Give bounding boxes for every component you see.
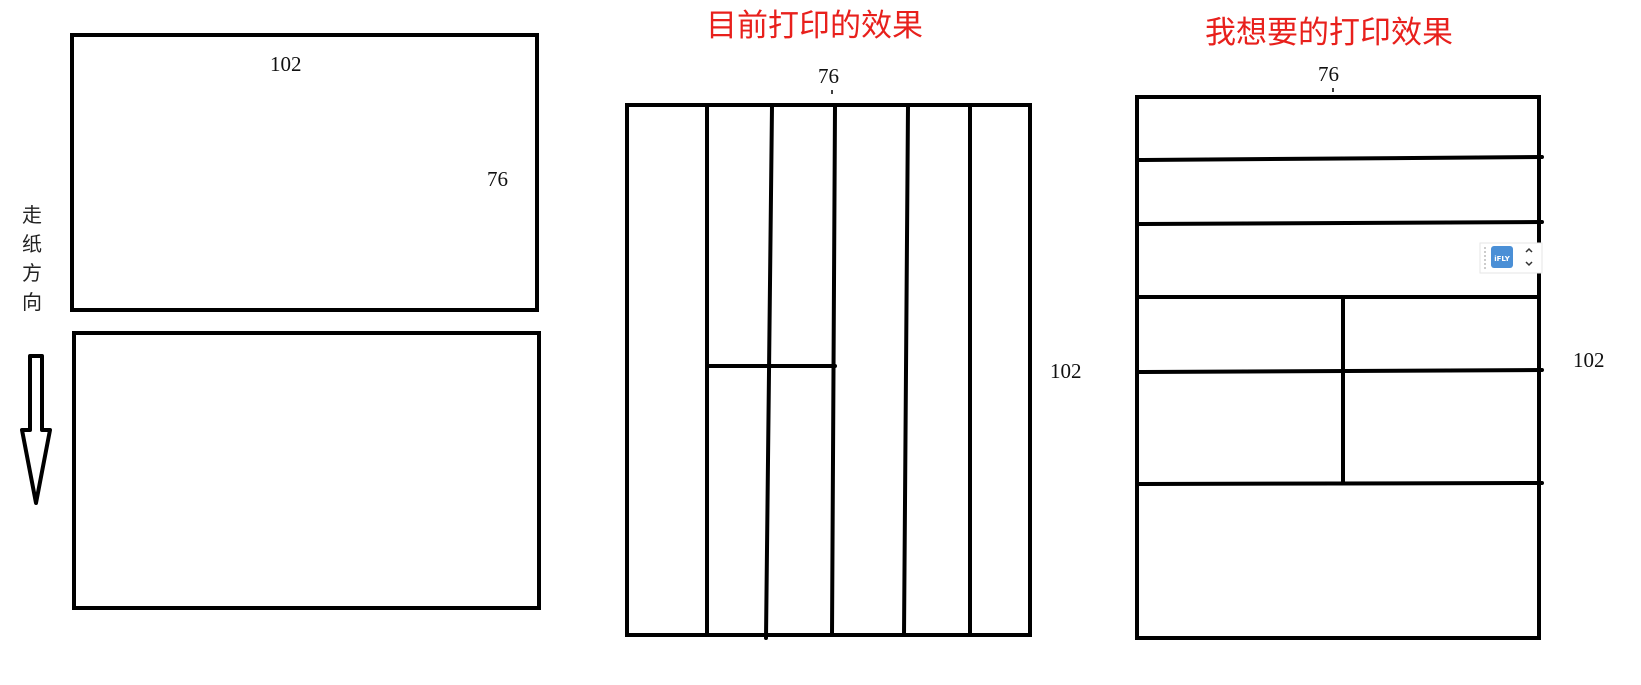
middle-top-dim: 76 bbox=[818, 64, 839, 88]
left-panel: 102 76 走 纸 方 向 bbox=[20, 33, 541, 610]
desired-row-line-1 bbox=[1136, 155, 1544, 162]
ifly-icon[interactable] bbox=[1491, 246, 1513, 268]
feed-label-char-3: 方 bbox=[22, 261, 42, 285]
ifly-icon-text: iFLY bbox=[1494, 255, 1511, 263]
label-bottom bbox=[72, 331, 541, 610]
current-col-line-3 bbox=[830, 104, 837, 637]
desired-row-line-5 bbox=[1136, 481, 1544, 486]
desired-label-frame bbox=[1135, 95, 1541, 640]
ifly-expand-icon[interactable] bbox=[1525, 247, 1533, 267]
right-side-dim: 102 bbox=[1573, 348, 1605, 372]
label-width-dim: 102 bbox=[270, 52, 302, 76]
feed-arrow-icon bbox=[20, 354, 52, 505]
feed-label-char-2: 纸 bbox=[22, 232, 42, 256]
desired-result-title: 我想要的打印效果 bbox=[1205, 15, 1453, 51]
ifly-widget[interactable]: iFLY bbox=[1479, 242, 1543, 274]
right-panel: 我想要的打印效果 76 102 iFLY bbox=[1135, 15, 1605, 640]
desired-row-line-2 bbox=[1136, 220, 1544, 226]
current-col-line-4 bbox=[902, 104, 910, 637]
current-label-frame bbox=[625, 103, 1032, 637]
feed-label-char-4: 向 bbox=[22, 290, 42, 314]
right-top-dim: 76 bbox=[1318, 62, 1339, 86]
middle-panel: 目前打印的效果 76 102 bbox=[625, 8, 1082, 640]
label-top bbox=[70, 33, 539, 312]
desired-row-line-4 bbox=[1136, 368, 1544, 374]
current-col-line-2 bbox=[764, 104, 774, 640]
middle-side-dim: 102 bbox=[1050, 359, 1082, 383]
feed-label-char-1: 走 bbox=[22, 203, 42, 227]
label-height-dim: 76 bbox=[487, 167, 508, 191]
current-result-title: 目前打印的效果 bbox=[706, 8, 923, 44]
